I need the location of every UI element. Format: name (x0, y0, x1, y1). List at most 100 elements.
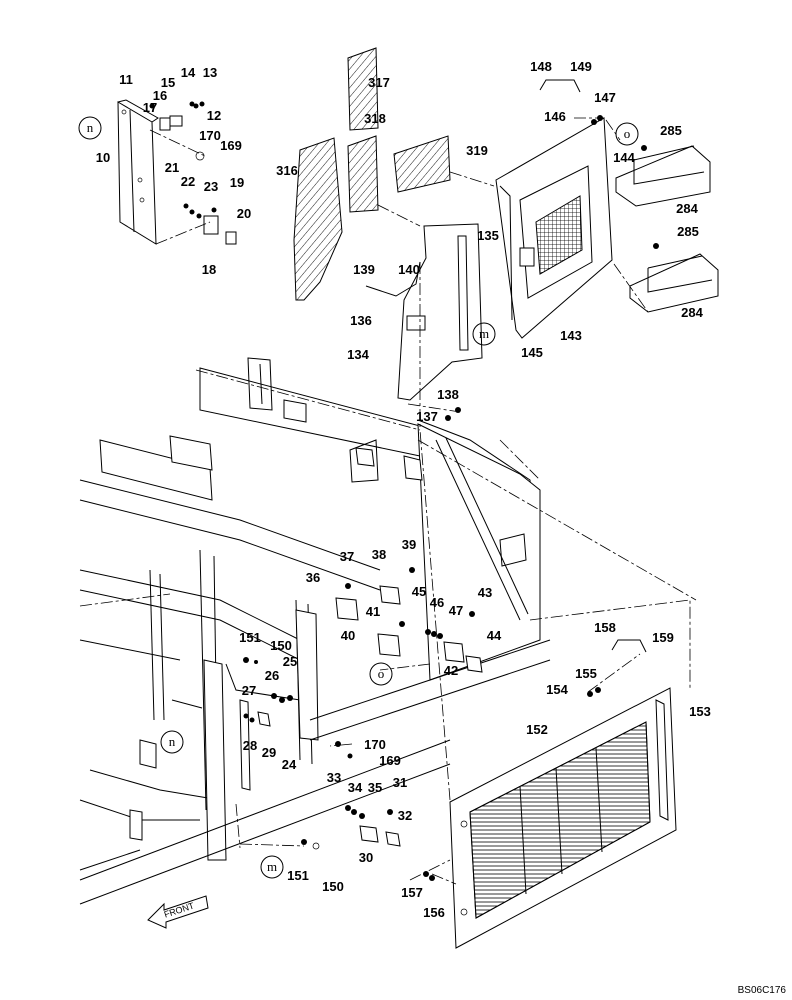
part-label: 22 (181, 174, 195, 189)
bracket-assembly-left (117, 99, 237, 245)
ref-circle-o-top: o (615, 122, 639, 146)
hinge-brackets (243, 567, 483, 850)
part-label: 319 (466, 143, 488, 158)
part-label: 134 (347, 347, 369, 362)
part-label: 154 (546, 682, 568, 697)
part-label: 135 (477, 228, 499, 243)
part-label: 318 (364, 111, 386, 126)
ref-letter: o (378, 666, 385, 681)
part-label: 157 (401, 885, 423, 900)
part-label: 156 (423, 905, 445, 920)
part-label: 43 (478, 585, 492, 600)
part-label: 137 (416, 409, 438, 424)
part-label: 151 (239, 630, 261, 645)
ref-letter: m (479, 326, 489, 341)
part-label: 143 (560, 328, 582, 343)
part-label: 151 (287, 868, 309, 883)
part-label: 20 (237, 206, 251, 221)
part-label: 14 (181, 65, 196, 80)
part-label: 40 (341, 628, 355, 643)
ref-circle-m-bottom: m (260, 855, 284, 879)
part-label: 159 (652, 630, 674, 645)
part-label: 41 (366, 604, 380, 619)
part-label: 34 (348, 780, 363, 795)
part-label: 12 (207, 108, 221, 123)
ref-letter: n (169, 734, 176, 749)
tray-lower (629, 243, 719, 313)
part-label: 31 (393, 775, 407, 790)
part-label: 36 (306, 570, 320, 585)
sound-pads (293, 47, 451, 301)
part-labels: 11 14 13 15 16 17 12 10 170 169 21 22 23… (96, 59, 711, 920)
reference-circles: n n o o m m (78, 116, 639, 879)
part-label: 10 (96, 150, 110, 165)
part-label: 149 (570, 59, 592, 74)
part-label: 284 (676, 201, 698, 216)
part-label: 15 (161, 75, 175, 90)
part-label: 18 (202, 262, 216, 277)
part-label: 146 (544, 109, 566, 124)
part-label: 150 (270, 638, 292, 653)
part-label: 26 (265, 668, 279, 683)
part-label: 285 (660, 123, 682, 138)
part-label: 153 (689, 704, 711, 719)
part-label: 27 (242, 683, 256, 698)
tray-upper (615, 145, 711, 207)
part-label: 139 (353, 262, 375, 277)
part-label: 38 (372, 547, 386, 562)
part-label: 39 (402, 537, 416, 552)
part-label: 30 (359, 850, 373, 865)
part-label: 11 (119, 72, 133, 87)
part-label: 147 (594, 90, 616, 105)
part-label: 136 (350, 313, 372, 328)
part-label: 25 (283, 654, 297, 669)
part-label: 169 (379, 753, 401, 768)
part-label: 284 (681, 305, 703, 320)
ref-letter: n (87, 120, 94, 135)
ref-circle-n-top: n (78, 116, 102, 140)
front-arrow-icon (147, 895, 209, 929)
main-frame (79, 357, 551, 905)
part-label: 29 (262, 745, 276, 760)
part-label: 35 (368, 780, 382, 795)
part-label: 37 (340, 549, 354, 564)
part-label: 19 (230, 175, 244, 190)
part-label: 170 (364, 737, 386, 752)
part-label: 317 (368, 75, 390, 90)
part-label: 285 (677, 224, 699, 239)
part-label: 170 (199, 128, 221, 143)
front-grille-panel (409, 639, 677, 949)
guide-lines (79, 119, 697, 849)
ref-letter: o (624, 126, 631, 141)
drawing-code: BS06C176 (738, 985, 787, 996)
part-label: 148 (530, 59, 552, 74)
part-label: 24 (282, 757, 297, 772)
part-label: 16 (153, 88, 167, 103)
part-label: 138 (437, 387, 459, 402)
part-label: 155 (575, 666, 597, 681)
rear-panel (495, 79, 613, 339)
part-label: 13 (203, 65, 217, 80)
part-label: 32 (398, 808, 412, 823)
line-art (79, 47, 719, 949)
part-label: 28 (243, 738, 257, 753)
part-label: 21 (165, 160, 179, 175)
part-label: 152 (526, 722, 548, 737)
part-label: 140 (398, 262, 420, 277)
part-label: 150 (322, 879, 344, 894)
part-label: 316 (276, 163, 298, 178)
part-label: 169 (220, 138, 242, 153)
part-label: 46 (430, 595, 444, 610)
ref-circle-m-top: m (472, 322, 496, 346)
part-label: 17 (143, 100, 157, 115)
part-label: 47 (449, 603, 463, 618)
part-label: 33 (327, 770, 341, 785)
part-label: 145 (521, 345, 543, 360)
ref-letter: m (267, 859, 277, 874)
side-door-panel (365, 204, 483, 421)
ref-circle-o-center: o (369, 662, 393, 686)
part-label: 42 (444, 663, 458, 678)
part-label: 158 (594, 620, 616, 635)
ref-circle-n-bottom: n (160, 730, 184, 754)
part-label: 44 (487, 628, 502, 643)
